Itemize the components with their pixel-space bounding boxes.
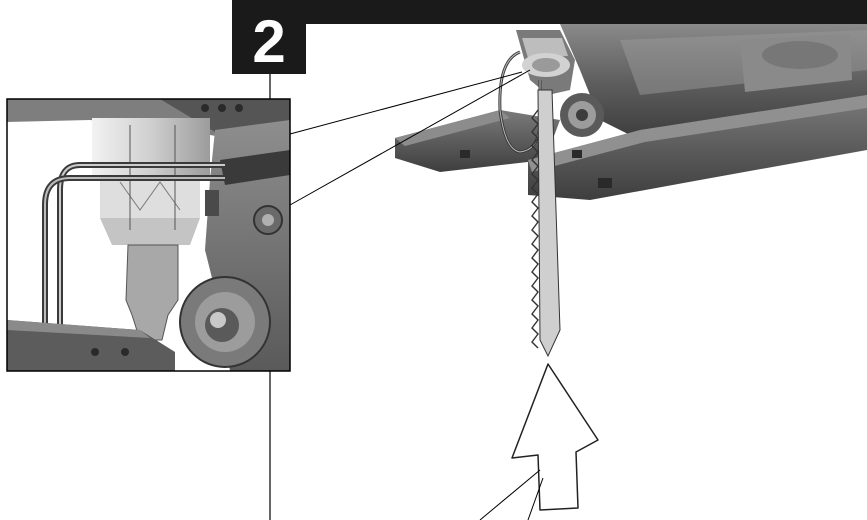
header-bar bbox=[232, 0, 867, 24]
leader-line-right bbox=[527, 477, 544, 520]
up-arrow-icon bbox=[511, 363, 599, 511]
callout-line-lower bbox=[289, 69, 531, 206]
leader-line-left bbox=[479, 469, 541, 520]
step-badge: 2 bbox=[232, 10, 306, 74]
saw-blade bbox=[531, 89, 561, 358]
callout-line-upper bbox=[289, 71, 523, 135]
jigsaw-tool bbox=[395, 24, 867, 200]
step-number: 2 bbox=[252, 8, 286, 75]
magnified-inset bbox=[6, 98, 291, 372]
inset-border bbox=[6, 98, 291, 372]
